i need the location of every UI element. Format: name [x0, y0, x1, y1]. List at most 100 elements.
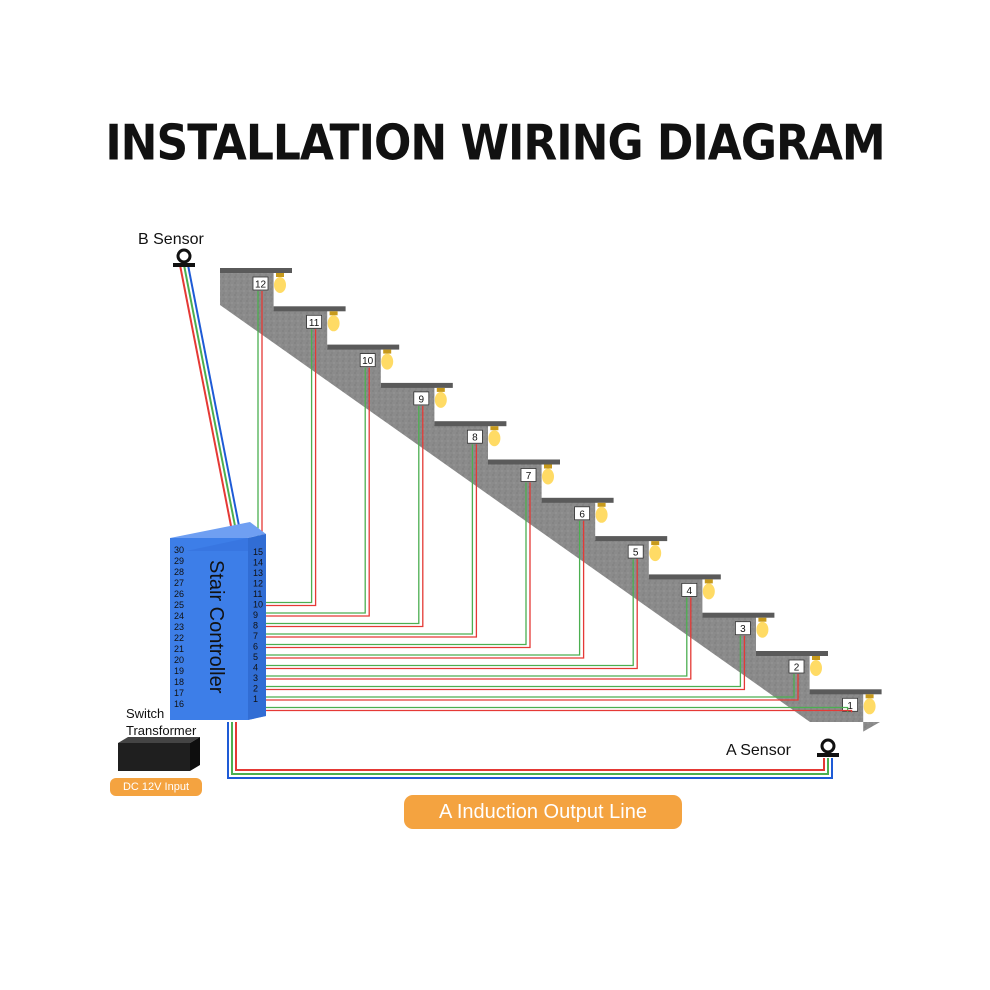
controller-port-label: 27 — [174, 578, 184, 588]
a-sensor-label: A Sensor — [726, 742, 792, 759]
controller-port-label: 7 — [253, 631, 258, 641]
controller-port-label: 8 — [253, 621, 258, 631]
step-wire-red — [266, 674, 799, 701]
a-sensor-icon — [820, 738, 836, 754]
step-wire-green — [266, 405, 420, 625]
step-lamp-icon — [704, 579, 713, 584]
step-number: 11 — [309, 318, 320, 329]
step-number-box — [252, 276, 269, 291]
step-tread — [809, 689, 882, 695]
step-lamp-icon — [597, 502, 606, 507]
b-sensor-icon — [176, 248, 192, 264]
controller-port-label: 6 — [253, 642, 258, 652]
step-number-box — [520, 468, 537, 482]
step-tread — [380, 382, 453, 388]
controller-port-label: 10 — [253, 600, 263, 610]
a-sensor: A Sensor — [726, 738, 839, 759]
output-line-badge: A Induction Output Line — [404, 795, 682, 829]
diagram-title: INSTALLATION WIRING DIAGRAM — [105, 114, 885, 173]
controller-port-label: 12 — [253, 579, 263, 589]
controller-port-label: 5 — [253, 652, 258, 662]
step-number: 10 — [362, 356, 374, 367]
step-wire-green — [266, 635, 742, 688]
step-lamp-icon — [544, 464, 552, 469]
lamp-glow — [327, 315, 340, 332]
step-lamp-icon — [276, 273, 284, 277]
controller-port-label: 24 — [174, 611, 184, 621]
lamp-glow — [381, 353, 394, 370]
controller-port-label: 28 — [174, 567, 184, 577]
step-tread — [220, 268, 292, 273]
step-number: 9 — [419, 394, 425, 405]
lamp-glow — [702, 583, 715, 600]
controller-port-label: 13 — [253, 568, 263, 578]
step-tread — [595, 536, 668, 542]
step-wire-red — [266, 559, 638, 670]
controller-port-label: 23 — [174, 622, 184, 632]
b-sensor-wires — [179, 264, 241, 532]
step-wire-green — [266, 444, 474, 635]
a-sensor-wires — [227, 722, 833, 779]
lamp-glow — [756, 621, 769, 638]
step-number: 8 — [472, 433, 478, 444]
step-wire-red — [266, 482, 531, 649]
dc-input-badge: DC 12V Input — [110, 778, 202, 796]
step-wire-green — [266, 559, 634, 667]
controller-port-label: 9 — [253, 610, 258, 620]
step-lamp-icon — [490, 426, 499, 431]
step-wire-red — [266, 709, 853, 713]
step-lamp-icon — [865, 694, 874, 699]
step-wire-green — [266, 597, 688, 677]
lamp-glow — [434, 391, 447, 408]
switch-transformer: Switch Transformer — [118, 706, 200, 771]
step-wire-red — [266, 367, 370, 617]
step-wire-green — [266, 674, 795, 698]
controller-port-label: 22 — [174, 633, 184, 643]
step-lamp-icon — [651, 541, 660, 546]
step-tread — [541, 497, 614, 503]
controller-port-label: 18 — [174, 677, 184, 687]
step-number: 7 — [526, 471, 532, 482]
transformer-label-transformer: Transformer — [126, 723, 197, 738]
step-wire-green — [266, 520, 581, 656]
step-wire-red — [266, 597, 692, 680]
step-number-box — [306, 314, 323, 329]
step-number: 3 — [740, 624, 746, 635]
lamp-glow — [274, 277, 286, 293]
step-wire-red — [266, 405, 424, 628]
controller-port-label: 17 — [174, 688, 184, 698]
step-lamp-icon — [383, 349, 392, 354]
controller-port-label: 29 — [174, 556, 184, 566]
lamp-glow — [649, 545, 662, 562]
step-wire-red — [266, 444, 478, 638]
b-sensor-label: B Sensor — [138, 231, 204, 248]
controller-port-label: 15 — [253, 547, 263, 557]
lamp-glow — [488, 430, 501, 447]
step-tread — [648, 574, 721, 580]
step-tread — [327, 344, 400, 350]
step-number: 12 — [255, 280, 267, 291]
controller-port-label: 25 — [174, 600, 184, 610]
controller-port-label: 26 — [174, 589, 184, 599]
transformer-label-switch: Switch — [126, 706, 164, 721]
b-sensor: B Sensor — [138, 231, 204, 267]
controller-port-label: 30 — [174, 545, 184, 555]
controller-port-label: 1 — [253, 694, 258, 704]
step-number-box — [788, 659, 805, 674]
step-number-box — [681, 583, 698, 597]
step-lamp-icon — [329, 311, 338, 316]
controller-port-label: 14 — [253, 558, 263, 568]
controller-port-label: 2 — [253, 684, 258, 694]
step-number: 4 — [687, 586, 693, 597]
controller-port-label: 16 — [174, 699, 184, 709]
step-wire-green — [266, 367, 366, 614]
step-number-box — [466, 429, 483, 444]
step-wire-green — [266, 482, 527, 646]
step-number-box — [627, 544, 644, 559]
step-number: 6 — [579, 509, 585, 520]
step-tread — [756, 651, 828, 656]
controller-port-label: 11 — [253, 589, 262, 599]
step-number-box — [735, 621, 751, 636]
